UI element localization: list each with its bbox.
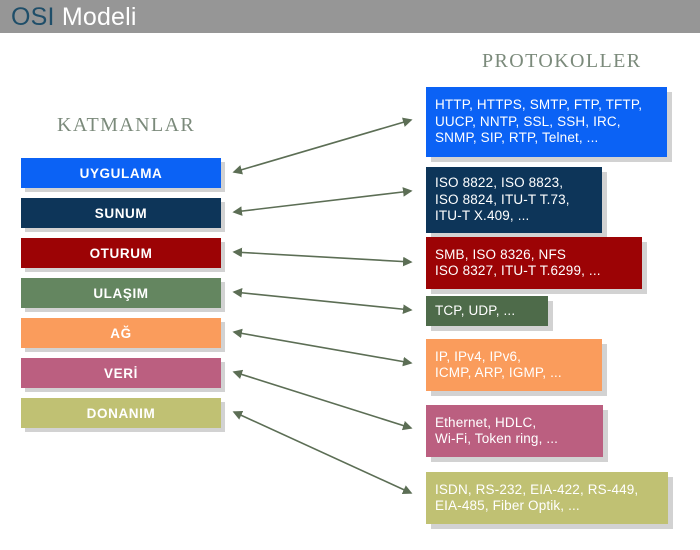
layer-label: ULAŞIM bbox=[93, 285, 149, 301]
protocol-line: UUCP, NNTP, SSL, SSH, IRC, bbox=[435, 113, 621, 129]
protocol-box[interactable]: ISDN, RS-232, EIA-422, RS-449,EIA-485, F… bbox=[426, 472, 668, 524]
protocol-box[interactable]: TCP, UDP, ... bbox=[426, 296, 548, 326]
protocol-line: IP, IPv4, IPv6, bbox=[435, 348, 522, 364]
protocol-box[interactable]: Ethernet, HDLC,Wi-Fi, Token ring, ... bbox=[426, 405, 603, 457]
protocol-line: ISO 8822, ISO 8823, bbox=[435, 175, 564, 191]
layer-box[interactable]: AĞ bbox=[21, 318, 221, 348]
protocol-line: SMB, ISO 8326, NFS bbox=[435, 246, 566, 262]
layer-label: DONANIM bbox=[86, 405, 156, 421]
header-bar bbox=[0, 0, 700, 33]
protocols-caption: PROTOKOLLER bbox=[482, 50, 642, 72]
protocol-line: ISDN, RS-232, EIA-422, RS-449, bbox=[435, 481, 639, 497]
layer-box[interactable]: OTURUM bbox=[21, 238, 221, 268]
layer-row[interactable]: OTURUM bbox=[21, 238, 225, 272]
layer-label: SUNUM bbox=[94, 205, 148, 221]
layer-box[interactable]: UYGULAMA bbox=[21, 158, 221, 188]
protocol-line: HTTP, HTTPS, SMTP, FTP, TFTP, bbox=[435, 97, 643, 113]
protocol-box[interactable]: HTTP, HTTPS, SMTP, FTP, TFTP,UUCP, NNTP,… bbox=[426, 87, 667, 157]
protocol-row[interactable]: ISDN, RS-232, EIA-422, RS-449,EIA-485, F… bbox=[426, 472, 673, 529]
protocol-row[interactable]: ISO 8822, ISO 8823,ISO 8824, ITU-T T.73,… bbox=[426, 167, 607, 238]
layer-label: OTURUM bbox=[89, 245, 153, 261]
page-title: OSI Modeli bbox=[11, 2, 137, 32]
layer-box[interactable]: SUNUM bbox=[21, 198, 221, 228]
protocol-line: ICMP, ARP, IGMP, ... bbox=[435, 365, 562, 380]
layer-box[interactable]: ULAŞIM bbox=[21, 278, 221, 308]
protocol-line: SNMP, SIP, RTP, Telnet, ... bbox=[435, 130, 599, 146]
layer-row[interactable]: SUNUM bbox=[21, 198, 225, 232]
protocol-row[interactable]: IP, IPv4, IPv6,ICMP, ARP, IGMP, ... bbox=[426, 339, 607, 396]
protocol-box[interactable]: IP, IPv4, IPv6,ICMP, ARP, IGMP, ... bbox=[426, 339, 602, 391]
protocol-row[interactable]: TCP, UDP, ... bbox=[426, 296, 553, 331]
protocol-line: ITU-T X.409, ... bbox=[435, 208, 530, 224]
layer-row[interactable]: UYGULAMA bbox=[21, 158, 225, 192]
protocol-row[interactable]: Ethernet, HDLC,Wi-Fi, Token ring, ... bbox=[426, 405, 608, 462]
layer-row[interactable]: VERİ bbox=[21, 358, 225, 392]
layers-caption: KATMANLAR bbox=[57, 114, 196, 136]
layer-box[interactable]: DONANIM bbox=[21, 398, 221, 428]
layer-row[interactable]: ULAŞIM bbox=[21, 278, 225, 312]
layer-row[interactable]: AĞ bbox=[21, 318, 225, 352]
layer-label: AĞ bbox=[110, 325, 132, 341]
protocol-line: ISO 8824, ITU-T T.73, bbox=[435, 191, 570, 207]
protocol-row[interactable]: HTTP, HTTPS, SMTP, FTP, TFTP,UUCP, NNTP,… bbox=[426, 87, 672, 162]
protocol-box[interactable]: ISO 8822, ISO 8823,ISO 8824, ITU-T T.73,… bbox=[426, 167, 602, 233]
layer-box[interactable]: VERİ bbox=[21, 358, 221, 388]
protocol-line: TCP, UDP, ... bbox=[435, 302, 516, 318]
protocol-line: ISO 8327, ITU-T T.6299, ... bbox=[435, 263, 601, 278]
layer-label: UYGULAMA bbox=[79, 165, 163, 181]
layer-label: VERİ bbox=[104, 365, 138, 381]
page-title-accent: OSI bbox=[11, 3, 55, 31]
protocol-line: Ethernet, HDLC, bbox=[435, 414, 537, 430]
protocol-line: Wi-Fi, Token ring, ... bbox=[435, 431, 559, 446]
layer-row[interactable]: DONANIM bbox=[21, 398, 225, 432]
protocol-line: EIA-485, Fiber Optik, ... bbox=[435, 498, 580, 513]
page-title-rest: Modeli bbox=[54, 3, 137, 31]
